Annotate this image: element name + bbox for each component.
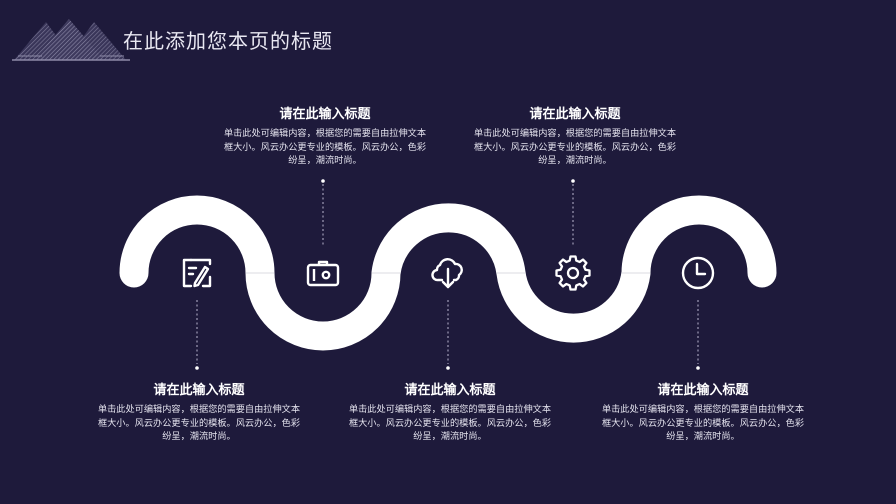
- step-description: 单击此处可编辑内容，根据您的需要自由拉伸文本框大小。风云办公更专业的模板。风云办…: [348, 404, 552, 442]
- connector-top-2: [321, 179, 325, 246]
- edit-document-icon: [179, 255, 215, 291]
- camera-icon: [305, 255, 341, 291]
- step-title: 请在此输入标题: [279, 107, 371, 122]
- step-description: 单击此处可编辑内容，根据您的需要自由拉伸文本框大小。风云办公更专业的模板。风云办…: [601, 404, 805, 442]
- connector-bottom-1: [195, 300, 199, 370]
- step-description: 单击此处可编辑内容，根据您的需要自由拉伸文本框大小。风云办公更专业的模板。风云办…: [473, 128, 677, 166]
- step-description: 单击此处可编辑内容，根据您的需要自由拉伸文本框大小。风云办公更专业的模板。风云办…: [97, 404, 301, 442]
- connector-top-4: [571, 179, 575, 246]
- connector-bottom-5: [696, 300, 700, 370]
- step-title: 请在此输入标题: [529, 107, 621, 122]
- step-title: 请在此输入标题: [153, 383, 245, 398]
- step-title: 请在此输入标题: [657, 383, 749, 398]
- page-title: 在此添加您本页的标题: [123, 29, 333, 53]
- step-3-text: 请在此输入标题 单击此处可编辑内容，根据您的需要自由拉伸文本框大小。风云办公更专…: [345, 382, 555, 444]
- step-1-text: 请在此输入标题 单击此处可编辑内容，根据您的需要自由拉伸文本框大小。风云办公更专…: [94, 382, 304, 444]
- gear-icon: [555, 255, 591, 291]
- step-5-text: 请在此输入标题 单击此处可编辑内容，根据您的需要自由拉伸文本框大小。风云办公更专…: [598, 382, 808, 444]
- pyramid-logo: [12, 16, 130, 64]
- connector-bottom-3: [446, 300, 450, 370]
- step-title: 请在此输入标题: [404, 383, 496, 398]
- step-2-text: 请在此输入标题 单击此处可编辑内容，根据您的需要自由拉伸文本框大小。风云办公更专…: [220, 106, 430, 168]
- clock-icon: [680, 255, 716, 291]
- step-4-text: 请在此输入标题 单击此处可编辑内容，根据您的需要自由拉伸文本框大小。风云办公更专…: [470, 106, 680, 168]
- cloud-download-icon: [430, 255, 466, 291]
- step-description: 单击此处可编辑内容，根据您的需要自由拉伸文本框大小。风云办公更专业的模板。风云办…: [223, 128, 427, 166]
